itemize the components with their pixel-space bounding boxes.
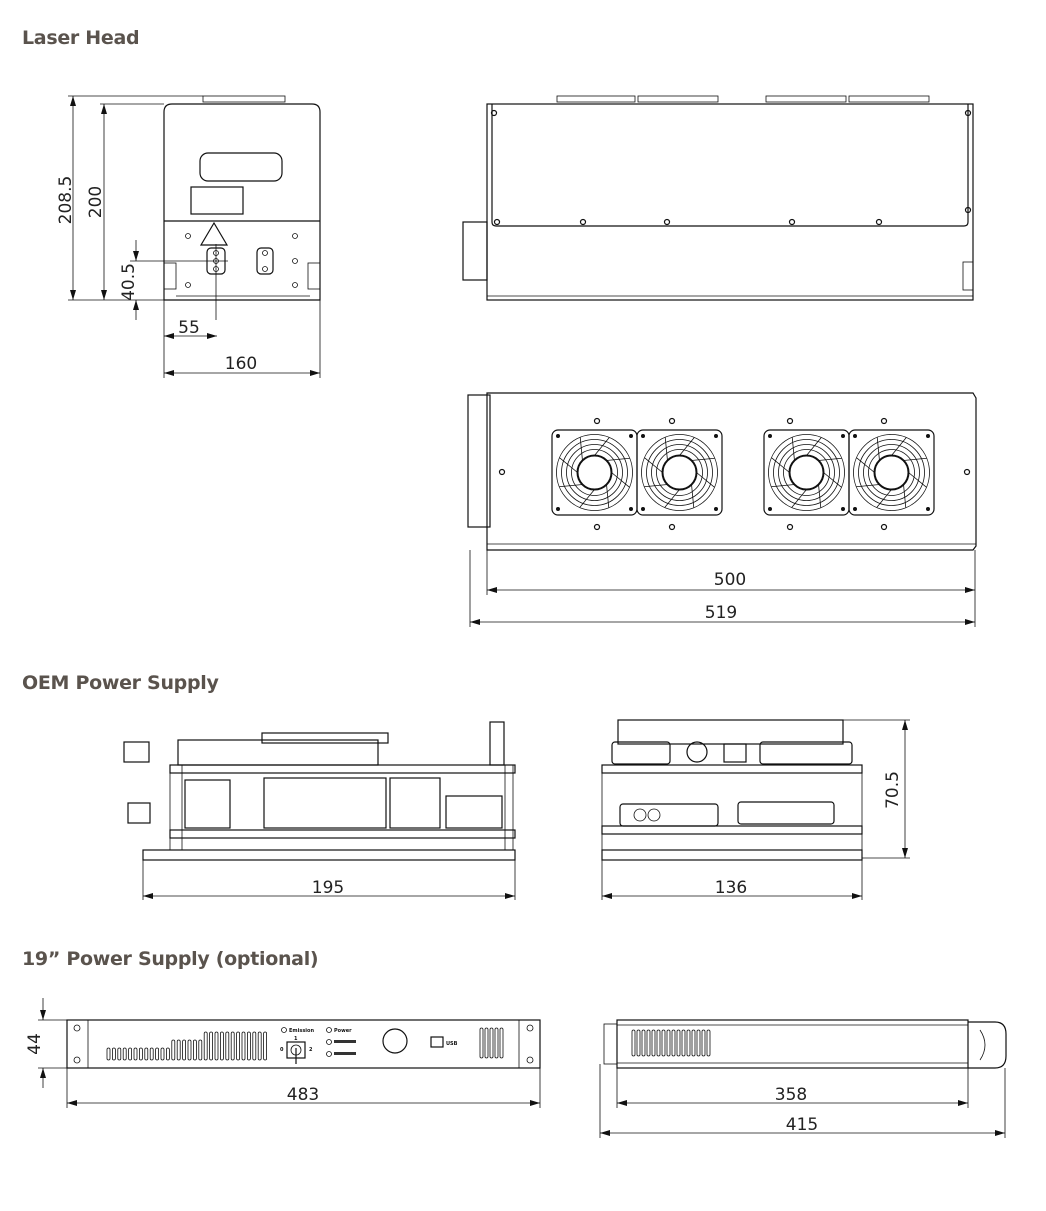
dim-oem-width: 136 <box>715 878 747 898</box>
power-label: Power <box>334 1028 352 1034</box>
screw-icon <box>788 419 793 424</box>
usb-label: USB <box>446 1041 458 1047</box>
cooling-fans <box>492 111 971 530</box>
screw-icon <box>670 419 675 424</box>
vent-slot <box>231 1032 234 1060</box>
vent-slot <box>495 1028 498 1058</box>
vent-slot <box>107 1048 110 1060</box>
vent-slot <box>112 1048 115 1060</box>
vent-slot <box>161 1048 164 1060</box>
screw-icon <box>882 419 887 424</box>
fan-icon <box>764 430 849 515</box>
vent-slot <box>226 1032 229 1060</box>
laser-head-side-view <box>463 96 973 300</box>
vent-slot <box>637 1030 640 1056</box>
screw-icon <box>877 220 882 225</box>
vent-slot <box>258 1032 261 1060</box>
screw-icon <box>665 220 670 225</box>
switch-position-2: 2 <box>309 1047 313 1053</box>
dim-overall-height: 208.5 <box>56 176 76 225</box>
vent-slot <box>139 1048 142 1060</box>
vent-slot <box>707 1030 710 1056</box>
vent-slot <box>123 1048 126 1060</box>
vent-slot <box>490 1028 493 1058</box>
vent-slot <box>166 1048 169 1060</box>
vent-slot <box>220 1032 223 1060</box>
screw-icon <box>581 220 586 225</box>
vent-slot <box>118 1048 121 1060</box>
vent-slot <box>264 1032 267 1060</box>
vent-slot <box>702 1030 705 1056</box>
vent-slot <box>692 1030 695 1056</box>
vent-slot <box>652 1030 655 1056</box>
vent-slot <box>662 1030 665 1056</box>
vent-slot <box>682 1030 685 1056</box>
screw-icon <box>790 220 795 225</box>
vent-slot <box>145 1048 148 1060</box>
screw-icon <box>500 470 505 475</box>
dim-overall-length: 519 <box>705 603 737 623</box>
switch-position-1: 1 <box>294 1036 298 1042</box>
vent-slot <box>677 1030 680 1056</box>
dim-rack-height: 44 <box>25 1033 45 1055</box>
vent-slot <box>156 1048 159 1060</box>
vent-slot <box>697 1030 700 1056</box>
vent-slot <box>150 1048 153 1060</box>
vent-slot <box>129 1048 132 1060</box>
vent-slot <box>253 1032 256 1060</box>
vent-slot <box>215 1032 218 1060</box>
dim-oem-length: 195 <box>312 878 344 898</box>
dim-rack-overall-depth: 415 <box>786 1115 818 1135</box>
vent-slot <box>210 1032 213 1060</box>
dim-beam-offset: 55 <box>178 318 200 338</box>
dim-body-height: 200 <box>86 186 106 218</box>
dim-body-length: 500 <box>714 570 746 590</box>
fan-icon <box>552 430 637 515</box>
vent-slot <box>172 1040 175 1060</box>
fan-icon <box>637 430 722 515</box>
vent-slot <box>134 1048 137 1060</box>
screw-icon <box>595 525 600 530</box>
vent-slot <box>193 1040 196 1060</box>
emission-label: Emission <box>289 1028 314 1034</box>
dim-oem-height: 70.5 <box>883 771 903 809</box>
screw-icon <box>965 470 970 475</box>
vent-slot <box>199 1040 202 1060</box>
dim-rack-body-depth: 358 <box>775 1085 807 1105</box>
vent-slot <box>647 1030 650 1056</box>
vent-slot <box>183 1040 186 1060</box>
screw-icon <box>670 525 675 530</box>
vent-slot <box>204 1032 207 1060</box>
vent-slot <box>667 1030 670 1056</box>
vent-slot <box>657 1030 660 1056</box>
oem-power-supply-side-view <box>124 722 515 900</box>
vent-slot <box>672 1030 675 1056</box>
screw-icon <box>495 220 500 225</box>
fan-icon <box>849 430 934 515</box>
vent-slot <box>177 1040 180 1060</box>
vent-slot <box>500 1028 503 1058</box>
screw-icon <box>882 525 887 530</box>
vent-slot <box>188 1040 191 1060</box>
oem-power-supply-front-view <box>602 720 910 900</box>
vent-slot <box>237 1032 240 1060</box>
vent-slot <box>247 1032 250 1060</box>
vent-slot <box>480 1028 483 1058</box>
vent-slot <box>642 1030 645 1056</box>
vent-slot <box>242 1032 245 1060</box>
dim-rack-width: 483 <box>287 1085 319 1105</box>
usb-port <box>431 1037 443 1047</box>
screw-icon <box>788 525 793 530</box>
screw-icon <box>595 419 600 424</box>
vent-slot <box>485 1028 488 1058</box>
vent-slot <box>632 1030 635 1056</box>
dim-laser-head-width: 160 <box>225 354 257 374</box>
dim-beam-height: 40.5 <box>119 263 139 301</box>
vent-slot <box>687 1030 690 1056</box>
switch-position-0: 0 <box>280 1047 284 1053</box>
